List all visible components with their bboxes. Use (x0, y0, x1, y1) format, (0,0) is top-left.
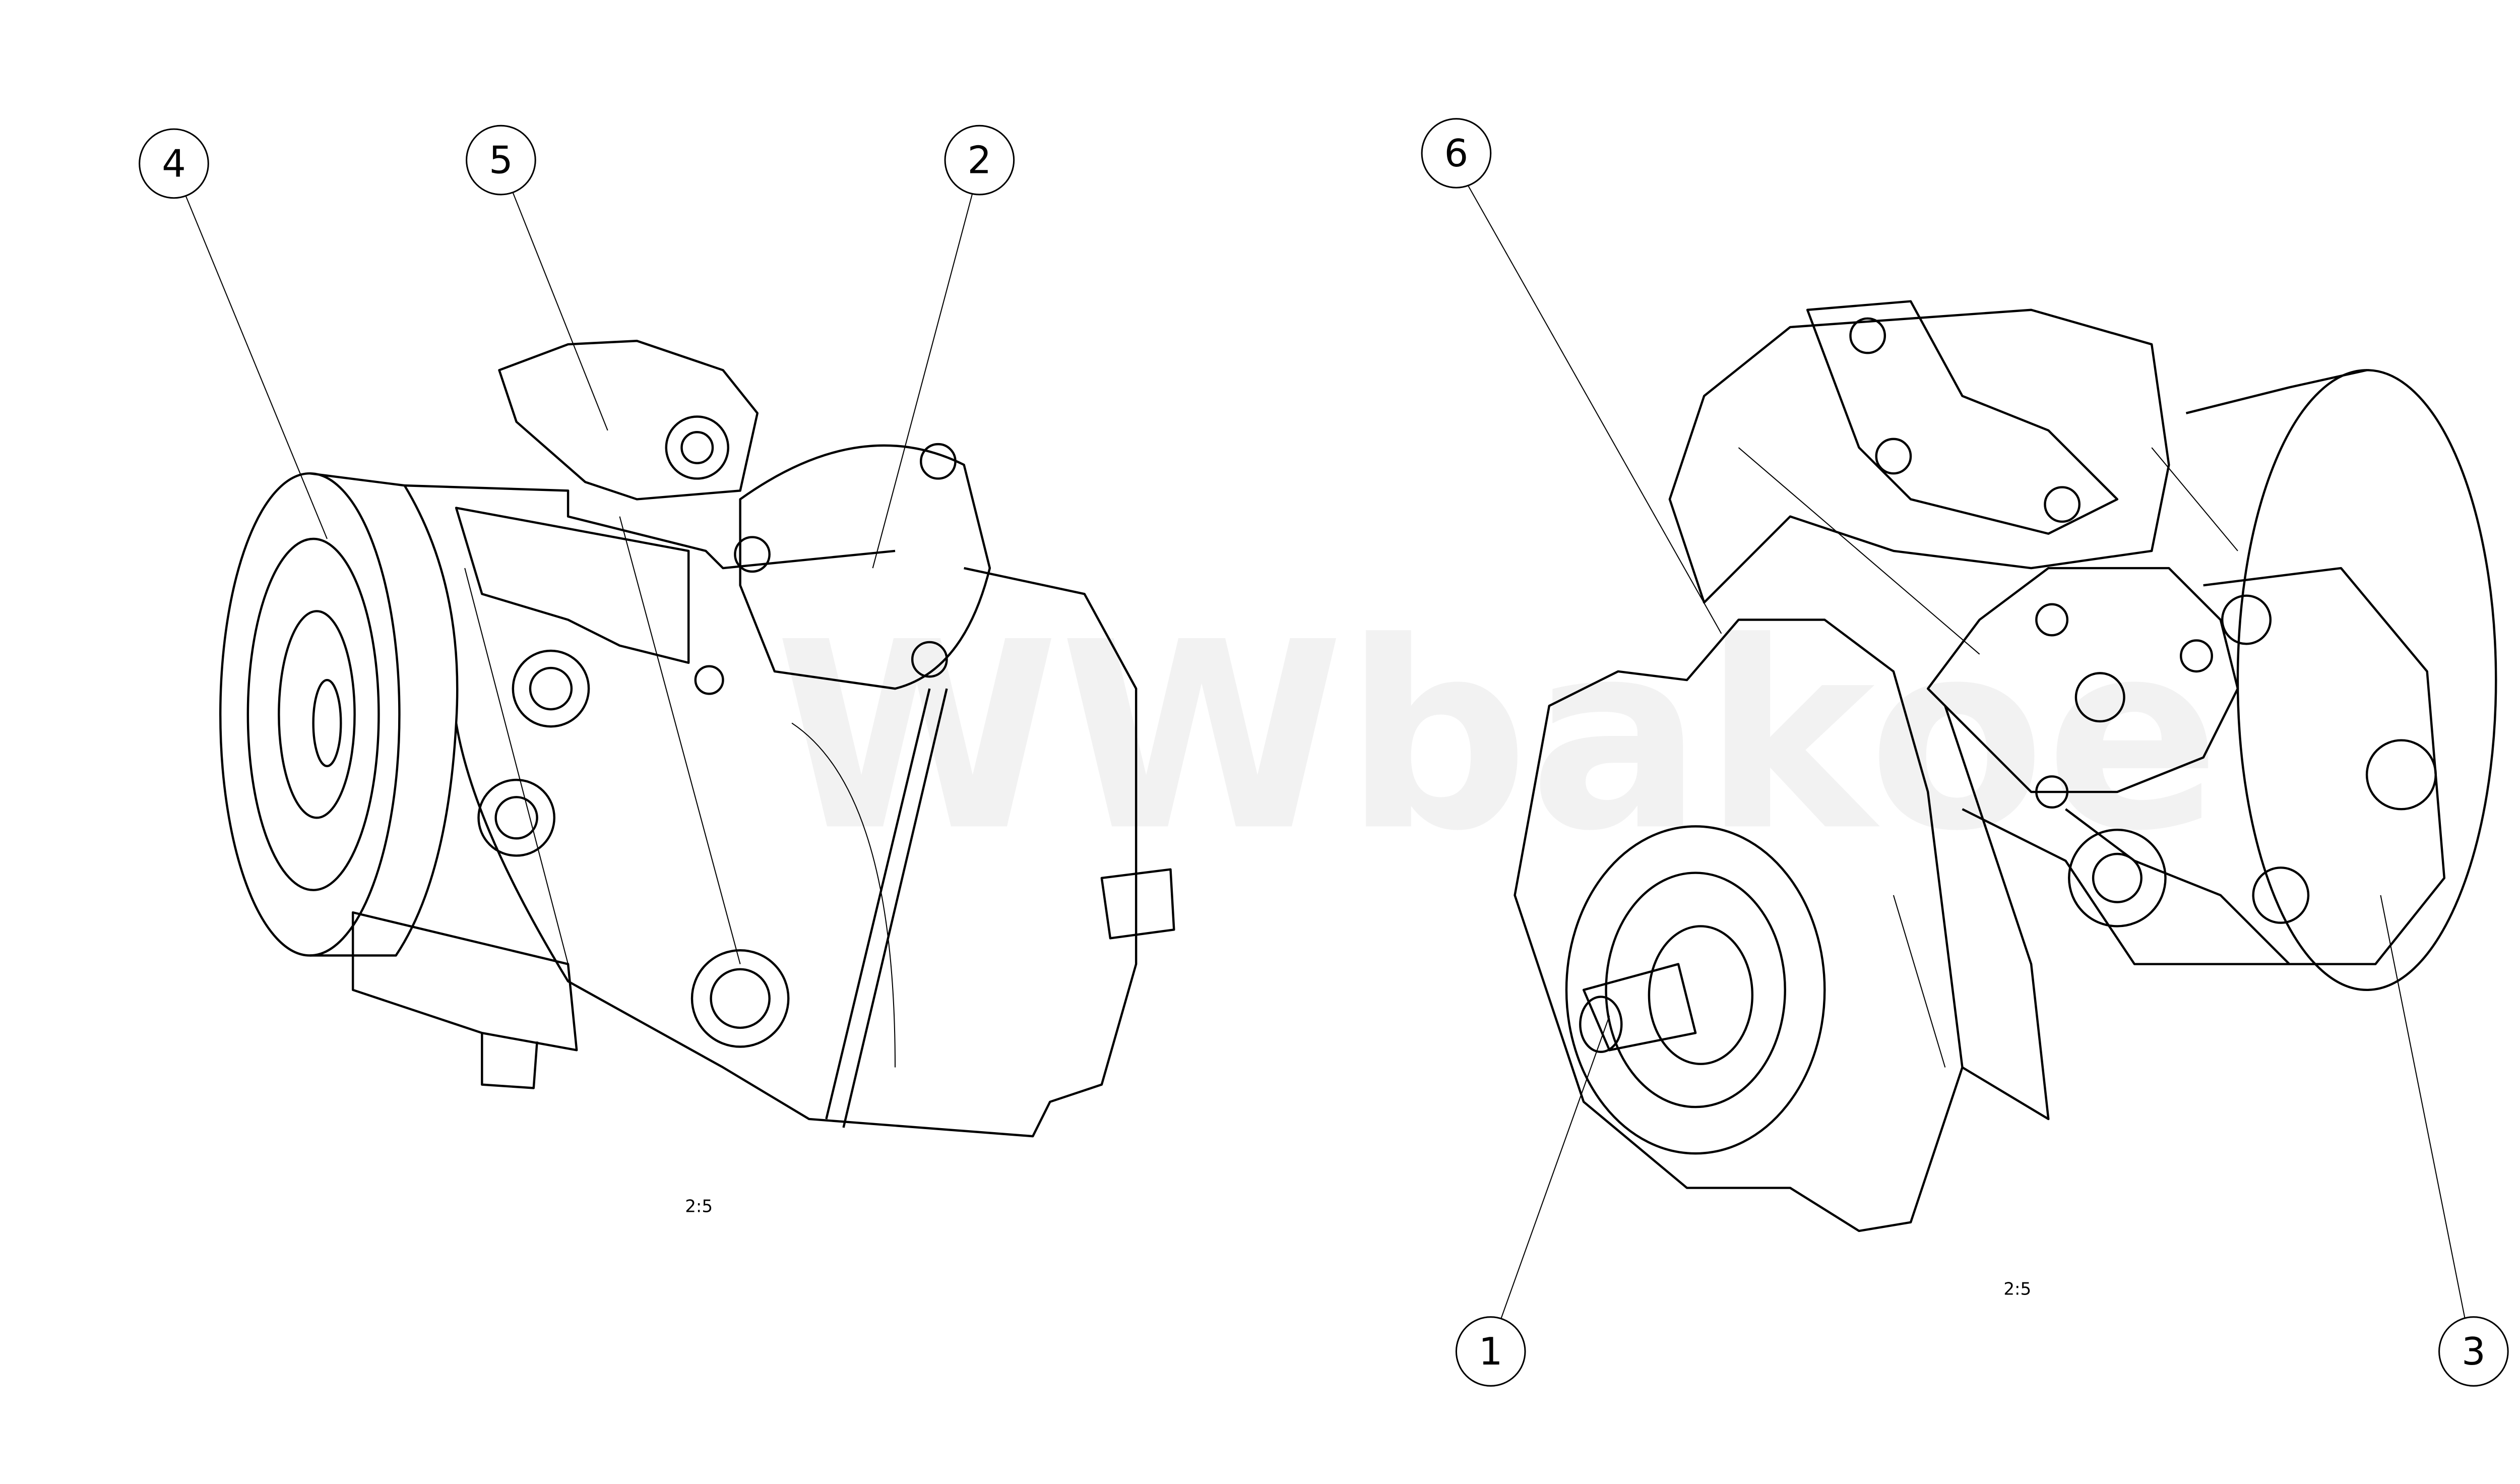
balloon-5: 5 (466, 125, 536, 196)
scale-label-right: 2:5 (2003, 1279, 2031, 1299)
scale-label-left: 2:5 (685, 1196, 713, 1216)
svg-text:3: 3 (2462, 1329, 2486, 1374)
svg-text:1: 1 (1479, 1329, 1503, 1374)
balloon-4: 4 (139, 128, 209, 199)
watermark: WWbakoe (775, 586, 2221, 887)
svg-text:5: 5 (489, 138, 513, 182)
balloon-3: 3 (2438, 1316, 2509, 1387)
svg-text:4: 4 (162, 141, 186, 186)
balloon-2: 2 (944, 125, 1015, 196)
svg-text:2: 2 (967, 138, 991, 182)
left-pump-drawing (219, 340, 1175, 1138)
balloon-1: 1 (1455, 1316, 1526, 1387)
right-pump-drawing (1514, 300, 2497, 1232)
balloon-6: 6 (1421, 118, 1492, 189)
leader-lines (185, 186, 2466, 1319)
svg-text:6: 6 (1444, 131, 1469, 175)
